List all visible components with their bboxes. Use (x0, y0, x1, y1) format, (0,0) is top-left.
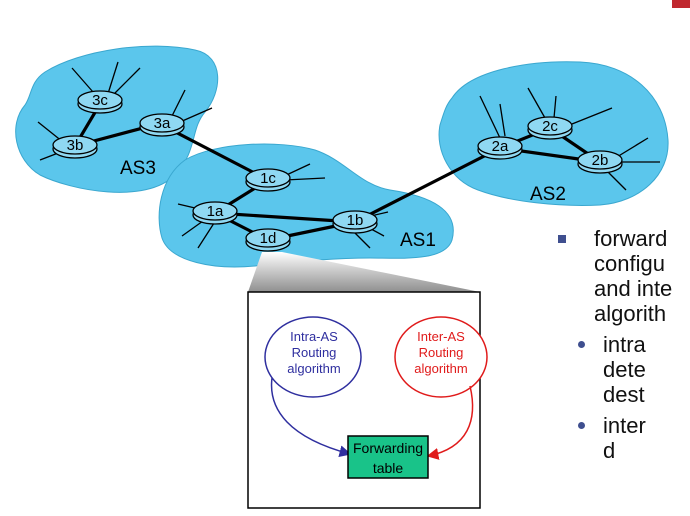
router-label: 1c (260, 170, 276, 187)
table-line-2: table (373, 460, 404, 476)
bullet-forwarding: forward configu and inte algorith (558, 226, 690, 326)
zoom-funnel (248, 252, 480, 292)
intra-to-table-arrow (270, 377, 352, 458)
router-1c: 1c (245, 168, 291, 192)
intra-as-routing-algorithm: Intra-AS Routing algorithm (264, 316, 362, 398)
router-1d: 1d (245, 228, 291, 252)
forwarding-table: Forwarding table (347, 435, 429, 479)
router-label: 3a (154, 115, 171, 132)
sub-bullet-inter: inter d (558, 413, 690, 463)
router-2a: 2a (477, 136, 523, 160)
intra-line-1: Intra-AS (290, 329, 338, 344)
router-3a: 3a (139, 113, 185, 137)
bullet-line: and inte (594, 276, 673, 301)
inter-to-table-arrow (426, 385, 474, 460)
sub-bullet-intra: intra dete dest (558, 332, 690, 407)
router-2c: 2c (527, 116, 573, 140)
router-1a: 1a (192, 201, 238, 225)
as2-label: AS2 (530, 184, 566, 205)
router-1b: 1b (332, 210, 378, 234)
as3-label: AS3 (120, 158, 156, 179)
bullet-line: intra (603, 332, 646, 357)
bullet-line: d (603, 438, 616, 463)
router-label: 3c (92, 92, 108, 109)
inter-line-3: algorithm (414, 361, 467, 376)
bullet-list: forward configu and inte algorith intra … (558, 226, 690, 516)
round-bullet-icon (578, 422, 585, 429)
as1-label: AS1 (400, 230, 436, 251)
bullet-line: dest (603, 382, 645, 407)
router-label: 3b (67, 137, 84, 154)
bullet-line: algorith (594, 301, 667, 326)
table-line-1: Forwarding (353, 440, 423, 456)
inter-as-routing-algorithm: Inter-AS Routing algorithm (394, 316, 488, 398)
intra-line-3: algorithm (287, 361, 340, 376)
bullet-line: forward (594, 226, 668, 251)
inter-line-2: Routing (419, 345, 464, 360)
router-label: 1d (260, 230, 277, 247)
inter-line-1: Inter-AS (417, 329, 465, 344)
square-bullet-icon (558, 235, 566, 243)
router-3c: 3c (77, 90, 123, 114)
router-label: 2a (492, 138, 509, 155)
router-3b: 3b (52, 135, 98, 159)
as1-cloud (158, 143, 454, 268)
router-2b: 2b (577, 150, 623, 174)
bullet-line: dete (603, 357, 646, 382)
intra-line-2: Routing (292, 345, 337, 360)
router-label: 2b (592, 152, 609, 169)
router-label: 1a (207, 203, 224, 220)
bullet-line: configu (594, 251, 665, 276)
router-label: 2c (542, 118, 558, 135)
router-label: 1b (347, 212, 364, 229)
bullet-line: inter (603, 413, 646, 438)
round-bullet-icon (578, 341, 585, 348)
title-accent-bar (672, 0, 690, 8)
